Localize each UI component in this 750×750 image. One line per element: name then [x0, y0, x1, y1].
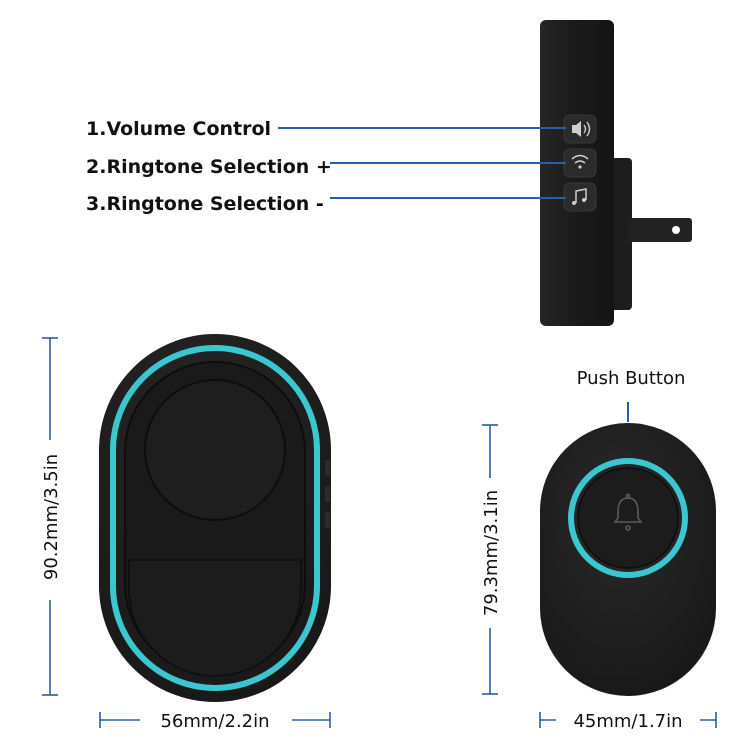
receiver-height-dimension: 90.2mm/3.5in [36, 337, 64, 696]
receiver-width-label: 56mm/2.2in [160, 711, 269, 732]
callout-volume-control: 1.Volume Control [86, 118, 271, 140]
wifi-icon [571, 154, 589, 169]
side-ridge [325, 460, 330, 476]
side-ridge [325, 486, 330, 502]
push-button-face [577, 467, 679, 569]
receiver-speaker-disc [144, 379, 286, 521]
callouts: 1.Volume Control 2.Ringtone Selection + … [86, 118, 566, 215]
plug-prong [628, 218, 692, 242]
button-height-dimension: 79.3mm/3.1in [476, 424, 504, 695]
prong-hole [672, 226, 680, 234]
bell-icon [613, 493, 643, 531]
receiver-side-view [540, 20, 692, 326]
push-button-label: Push Button [577, 368, 686, 389]
side-ridge [325, 512, 330, 528]
speaker-icon [572, 121, 591, 137]
music-note-icon [572, 188, 587, 205]
receiver-light-ring [110, 345, 320, 691]
button-width-label: 45mm/1.7in [573, 711, 682, 732]
button-height-label: 79.3mm/3.1in [481, 490, 502, 616]
ringtone-minus-button [563, 182, 597, 212]
receiver-height-label: 90.2mm/3.5in [41, 454, 62, 580]
push-button-light-ring [568, 458, 688, 578]
callout-ringtone-minus: 3.Ringtone Selection - [86, 193, 324, 215]
receiver-lower-panel [128, 559, 302, 677]
callout-ringtone-plus: 2.Ringtone Selection + [86, 156, 332, 178]
push-button-view [540, 423, 716, 696]
ringtone-plus-button [563, 148, 597, 178]
receiver-front-view [99, 334, 331, 702]
receiver-width-dimension: 56mm/2.2in [99, 708, 331, 734]
push-button-callout: Push Button [577, 368, 686, 422]
button-width-dimension: 45mm/1.7in [539, 708, 717, 734]
